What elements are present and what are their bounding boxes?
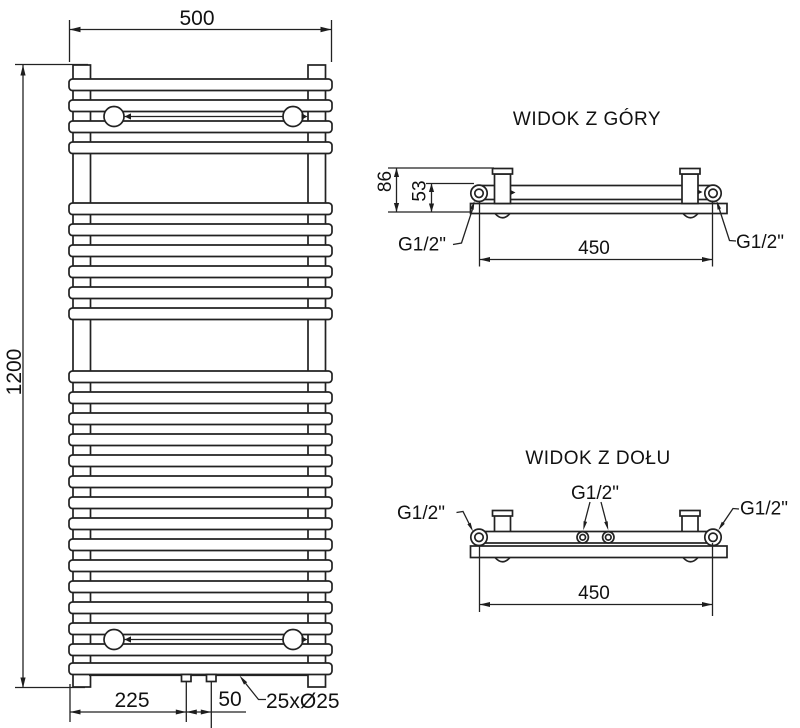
- dimension-arrows: [69, 26, 332, 33]
- top-view-axis-label: 53: [410, 180, 431, 201]
- bottom-view-span-dimension: 450: [478, 543, 714, 616]
- tube-bar: [68, 643, 333, 657]
- top-view-span-label: 450: [578, 238, 610, 259]
- tube-bar: [68, 370, 333, 384]
- top-view-left-collector: [493, 173, 512, 205]
- tube-bar: [68, 454, 333, 468]
- tube-bar: [68, 662, 333, 676]
- tube-bar: [68, 141, 333, 155]
- mount-hole-bottom-right: [282, 628, 304, 651]
- top-view-left-collector-cap: [491, 167, 514, 175]
- pipe-spacing-dimension-label: 50: [218, 688, 241, 711]
- tube-bar: [68, 580, 333, 594]
- top-view-left-connection-bore: [473, 188, 485, 199]
- bottom-view-right-connection-bore: [707, 532, 719, 543]
- tube-bar: [68, 538, 333, 552]
- tube-bar: [68, 265, 333, 279]
- dimension-arrows: [479, 257, 713, 262]
- front-width-dimension: 500: [68, 7, 333, 62]
- tube-spec-callout: 25xØ25: [239, 675, 340, 713]
- tube-bar: [68, 517, 333, 531]
- front-bottom-dimensions: 225 50: [69, 682, 246, 728]
- front-height-dimension: 1200: [3, 63, 88, 689]
- top-view-span-dimension: 450: [478, 200, 714, 267]
- bottom-view-right-collector: [681, 514, 699, 533]
- bottom-view-tube: [481, 530, 715, 544]
- top-view-right-foot: [682, 212, 699, 219]
- tube-bar: [68, 496, 333, 510]
- tube-bar: [68, 244, 333, 258]
- bottom-view-right-collector-cap: [679, 509, 701, 517]
- bottom-view-left-collector-cap: [491, 509, 514, 517]
- top-view-left-foot: [494, 212, 511, 219]
- top-view-left-thread-label: G1/2": [398, 235, 446, 256]
- dimension-arrows: [70, 709, 212, 715]
- dimension-arrows: [428, 183, 435, 212]
- tube-bar: [68, 412, 333, 426]
- bottom-view-center-thread-callout: G1/2": [571, 483, 619, 531]
- bottom-view-left-connection-bore: [473, 532, 485, 543]
- tube-spec-label: 25xØ25: [266, 690, 340, 713]
- top-view-right-thread-callout: G1/2": [716, 200, 784, 253]
- top-view-right-thread-label: G1/2": [736, 232, 784, 253]
- pipe-offset-dimension-label: 225: [114, 689, 149, 712]
- tube-bar: [68, 433, 333, 447]
- front-view-drawing: 500 1200 225 50 25: [3, 7, 340, 728]
- tube-bar: [68, 202, 333, 216]
- tube-bar: [68, 391, 333, 405]
- top-view-axis-dimension: 53: [410, 180, 474, 212]
- dimension-arrows: [20, 65, 26, 688]
- mount-hole-top-right: [282, 105, 304, 128]
- top-view-right-connection-bore: [707, 188, 719, 199]
- bottom-view-center-connection-left-bore: [579, 533, 587, 541]
- bottom-pipe-stub-left: [180, 673, 192, 683]
- front-height-dimension-label: 1200: [3, 349, 26, 396]
- wall-bracket-top: [103, 105, 308, 128]
- bottom-view-left-thread-callout: G1/2": [397, 503, 473, 532]
- top-view-left-thread-callout: G1/2": [398, 200, 475, 256]
- bottom-view-right-thread-callout: G1/2": [718, 499, 788, 531]
- bottom-view-left-thread-label: G1/2": [397, 503, 445, 524]
- top-view-right-collector: [681, 173, 699, 205]
- tube-bar: [68, 307, 333, 321]
- bottom-view-span-label: 450: [578, 583, 610, 604]
- bottom-view-right-foot: [682, 556, 699, 563]
- tube-bar: [68, 223, 333, 237]
- bottom-view-title: WIDOK Z DOŁU: [525, 448, 670, 469]
- tube-bar: [68, 475, 333, 489]
- front-width-dimension-label: 500: [179, 7, 214, 30]
- bottom-view-center-connection-right-bore: [604, 533, 612, 541]
- bottom-pipe-stub-right: [205, 673, 217, 683]
- top-view-tube: [481, 184, 715, 201]
- top-view-depth-dimension: 86: [375, 167, 494, 213]
- tube-bar: [68, 601, 333, 615]
- bottom-view-center-thread-label: G1/2": [571, 483, 619, 504]
- tube-bars: [68, 78, 333, 676]
- tube-bar: [68, 78, 333, 92]
- bottom-view-left-foot: [494, 556, 511, 563]
- top-view-drawing: WIDOK Z GÓRY 86: [375, 108, 784, 267]
- bottom-view-left-collector: [493, 514, 512, 533]
- tube-bar: [68, 99, 333, 113]
- dimension-arrows: [393, 168, 400, 212]
- bottom-view-profile: [469, 545, 728, 559]
- tube-bar: [68, 622, 333, 636]
- dimension-arrows: [479, 602, 713, 607]
- top-view-profile: [469, 202, 728, 215]
- mount-hole-top-left: [103, 105, 125, 128]
- bottom-view-right-thread-label: G1/2": [740, 499, 788, 520]
- tube-bar: [68, 286, 333, 300]
- tube-bar: [68, 559, 333, 573]
- mount-hole-bottom-left: [103, 628, 125, 651]
- bottom-view-drawing: WIDOK Z DOŁU G1/2": [397, 448, 788, 616]
- top-view-depth-label: 86: [375, 171, 396, 192]
- top-view-right-collector-cap: [679, 167, 701, 175]
- top-view-title: WIDOK Z GÓRY: [513, 108, 661, 130]
- wall-bracket-bottom: [103, 628, 308, 651]
- tube-bar: [68, 120, 333, 134]
